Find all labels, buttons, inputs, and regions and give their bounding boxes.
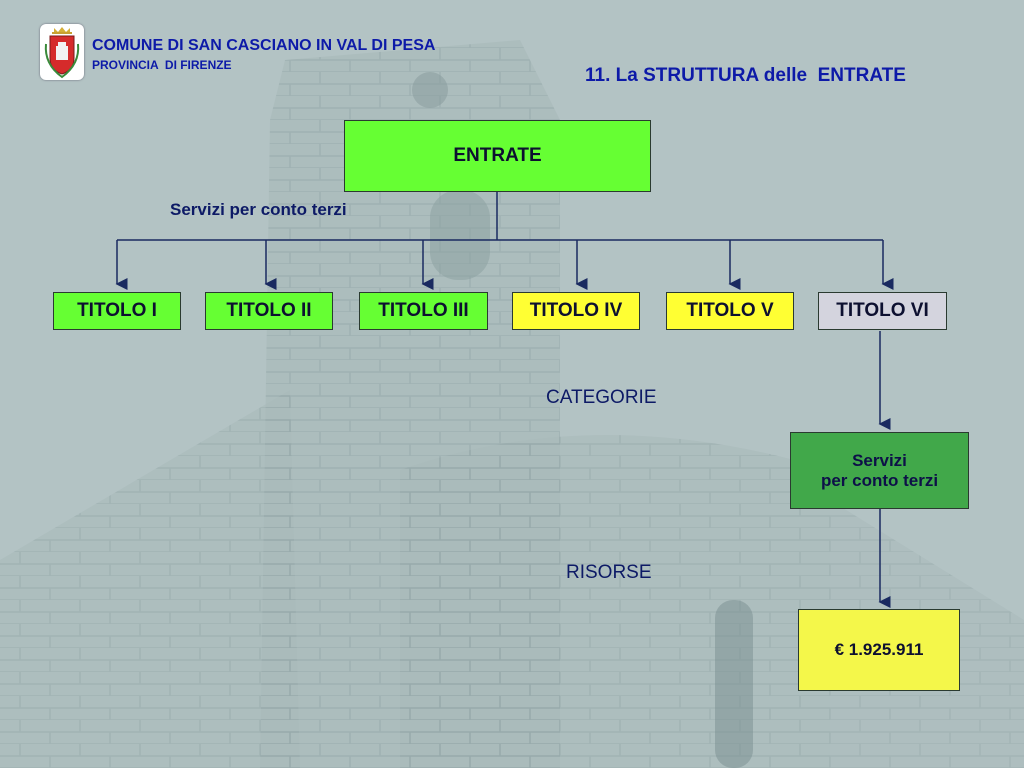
titolo-1-box: TITOLO I [53, 292, 181, 330]
entrate-root-box: ENTRATE [344, 120, 651, 192]
shield-icon [44, 27, 80, 79]
categorie-label: CATEGORIE [546, 387, 657, 408]
amount-box: € 1.925.911 [798, 609, 960, 691]
slide-title: 11. La STRUTTURA delle ENTRATE [585, 65, 906, 86]
province-name: PROVINCIA DI FIRENZE [92, 58, 232, 72]
servizi-conto-terzi-box: Servizi per conto terzi [790, 432, 969, 509]
coat-of-arms-logo [40, 24, 84, 80]
titolo-6-box: TITOLO VI [818, 292, 947, 330]
titolo-5-box: TITOLO V [666, 292, 794, 330]
titolo-2-box: TITOLO II [205, 292, 333, 330]
servizi-line-2: per conto terzi [820, 470, 939, 490]
risorse-label: RISORSE [566, 562, 652, 583]
org-name: COMUNE DI SAN CASCIANO IN VAL DI PESA [92, 37, 436, 54]
branch-label: Servizi per conto terzi [170, 200, 347, 219]
titolo-4-box: TITOLO IV [512, 292, 640, 330]
servizi-line-1: Servizi [852, 450, 907, 470]
titolo-3-box: TITOLO III [359, 292, 488, 330]
